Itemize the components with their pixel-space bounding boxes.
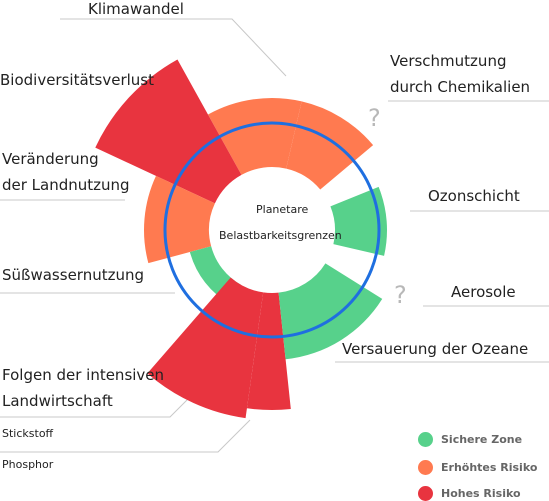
center-title-line2: Belastbarkeitsgrenzen (219, 229, 342, 242)
label-ozone-layer: Ozonschicht (428, 187, 520, 205)
legend-swatch-increased (418, 459, 433, 475)
label-landuse-line1: Veränderung (2, 150, 99, 168)
label-biodiversity-loss: Biodiversitätsverlust (0, 71, 154, 89)
label-freshwater-use: Süßwassernutzung (2, 266, 145, 284)
legend-label-high: Hohes Risiko (441, 486, 521, 500)
legend-item-high: Hohes Risiko (418, 484, 521, 501)
safe-operating-space-circle (163, 121, 381, 339)
wedge-biodiversity (95, 59, 242, 204)
wedge-landuse (144, 175, 215, 264)
legend-item-safe: Sichere Zone (418, 430, 522, 448)
legend-swatch-safe (418, 431, 433, 447)
center-title-line1: Planetare (256, 203, 309, 216)
label-landuse-line2: der Landnutzung (2, 176, 130, 194)
label-agriculture-line1: Folgen der intensiven (2, 366, 165, 384)
label-agriculture-line2: Landwirtschaft (2, 392, 113, 410)
wedge-climate (208, 98, 302, 175)
label-phosphorus: Phosphor (2, 458, 54, 471)
label-chemicals-line1: Verschmutzung (390, 52, 507, 70)
leader-lines (0, 18, 549, 453)
legend-label-safe: Sichere Zone (441, 432, 523, 446)
label-ocean-acidification: Versauerung der Ozeane (342, 340, 529, 358)
question-mark-icon-aerosols: ? (394, 281, 407, 309)
wedge-acidification (278, 263, 383, 360)
legend-label-increased: Erhöhtes Risiko (441, 460, 538, 474)
wedge-ozone (330, 186, 387, 256)
legend-swatch-high (418, 485, 433, 501)
label-nitrogen: Stickstoff (2, 427, 54, 440)
wedge-nitrogen (147, 277, 264, 419)
label-climate-change: Klimawandel (88, 0, 184, 18)
leader-line-climate (60, 18, 287, 77)
wedge-chemicals (286, 101, 374, 190)
label-aerosols: Aerosole (451, 283, 516, 301)
leader-line-phosphorus (0, 419, 251, 453)
wedge-phosphorus (246, 292, 291, 411)
boundary-wedges (95, 59, 387, 419)
question-mark-icon-chemicals: ? (368, 104, 381, 132)
label-chemicals-line2: durch Chemikalien (390, 78, 531, 96)
legend-item-increased: Erhöhtes Risiko (418, 458, 537, 476)
